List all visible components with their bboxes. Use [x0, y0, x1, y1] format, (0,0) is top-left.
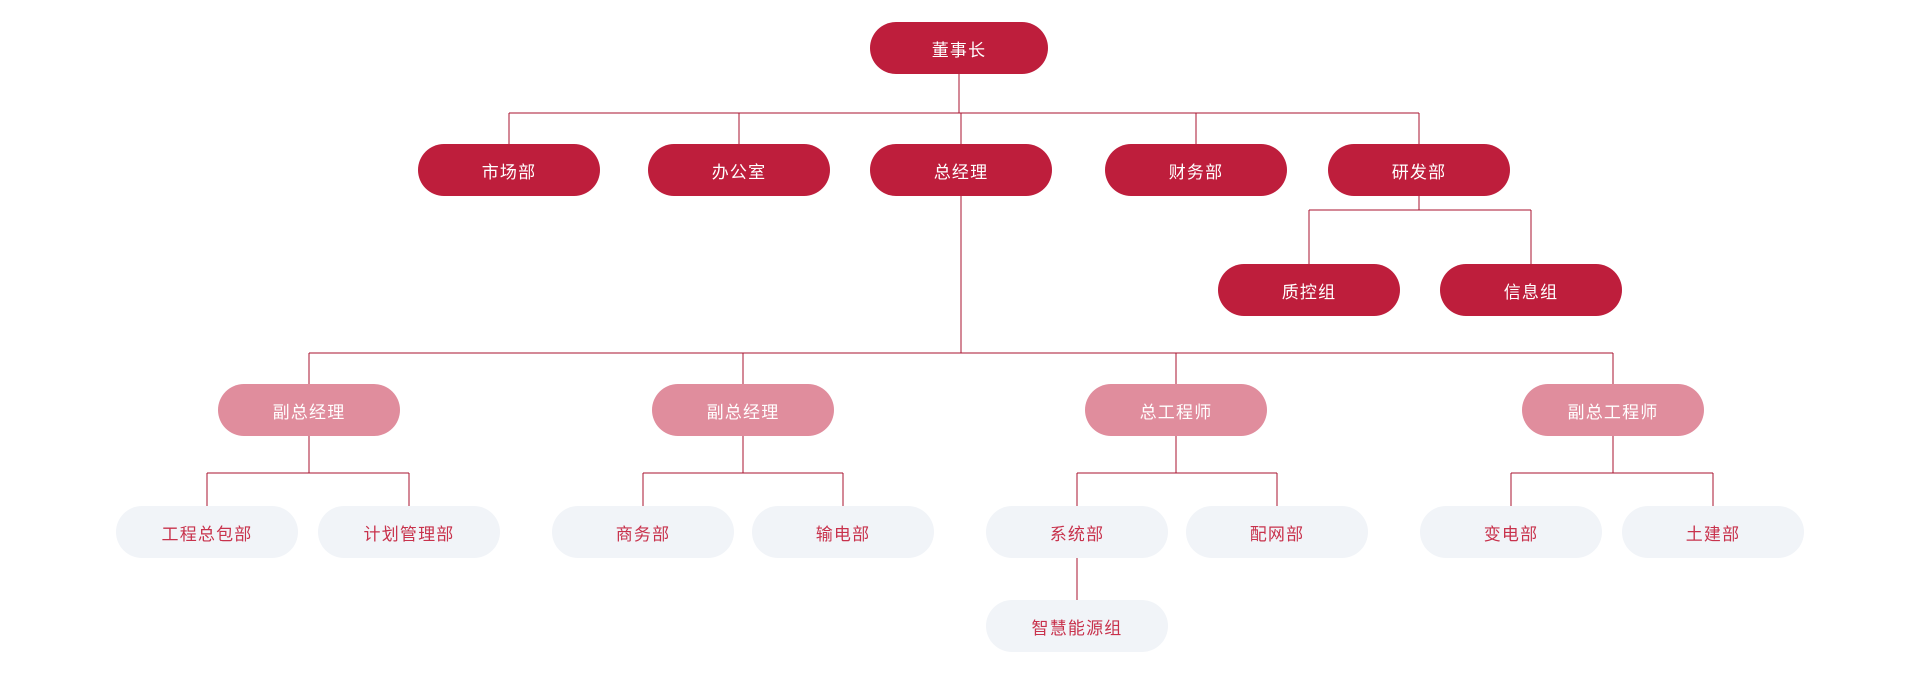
- org-node-n2[interactable]: 办公室: [648, 144, 830, 196]
- org-node-label: 土建部: [1685, 524, 1741, 544]
- org-node-n20[interactable]: 智慧能源组: [986, 600, 1168, 652]
- org-node-n3[interactable]: 总经理: [870, 144, 1052, 196]
- org-node-label: 总工程师: [1139, 402, 1213, 422]
- org-node-label: 智慧能源组: [1031, 618, 1123, 638]
- org-node-n4[interactable]: 财务部: [1105, 144, 1287, 196]
- org-node-n9[interactable]: 副总经理: [652, 384, 834, 436]
- org-node-n10[interactable]: 总工程师: [1085, 384, 1267, 436]
- org-node-n17[interactable]: 配网部: [1186, 506, 1368, 558]
- org-node-label: 市场部: [481, 162, 537, 182]
- org-node-n19[interactable]: 土建部: [1622, 506, 1804, 558]
- org-node-n5[interactable]: 研发部: [1328, 144, 1510, 196]
- org-node-n7[interactable]: 信息组: [1440, 264, 1622, 316]
- org-node-label: 副总工程师: [1567, 402, 1659, 422]
- org-node-n13[interactable]: 计划管理部: [318, 506, 500, 558]
- org-node-n6[interactable]: 质控组: [1218, 264, 1400, 316]
- org-node-label: 总经理: [933, 162, 989, 182]
- org-node-n16[interactable]: 系统部: [986, 506, 1168, 558]
- org-node-label: 研发部: [1391, 162, 1447, 182]
- org-node-label: 输电部: [815, 524, 871, 544]
- org-node-label: 计划管理部: [363, 524, 455, 544]
- org-node-n8[interactable]: 副总经理: [218, 384, 400, 436]
- org-node-label: 配网部: [1249, 524, 1305, 544]
- org-node-label: 副总经理: [272, 402, 346, 422]
- org-node-n14[interactable]: 商务部: [552, 506, 734, 558]
- org-node-label: 信息组: [1503, 282, 1559, 302]
- org-node-label: 质控组: [1281, 282, 1337, 302]
- org-node-n15[interactable]: 输电部: [752, 506, 934, 558]
- org-node-n11[interactable]: 副总工程师: [1522, 384, 1704, 436]
- org-node-label: 工程总包部: [161, 524, 253, 544]
- org-node-label: 系统部: [1049, 524, 1105, 544]
- org-node-n12[interactable]: 工程总包部: [116, 506, 298, 558]
- org-node-label: 办公室: [711, 162, 767, 182]
- org-node-label: 董事长: [931, 40, 987, 60]
- org-node-label: 变电部: [1483, 524, 1539, 544]
- org-node-label: 商务部: [615, 524, 671, 544]
- org-node-label: 副总经理: [706, 402, 780, 422]
- org-node-label: 财务部: [1168, 162, 1224, 182]
- org-node-n18[interactable]: 变电部: [1420, 506, 1602, 558]
- org-node-n0[interactable]: 董事长: [870, 22, 1048, 74]
- org-node-n1[interactable]: 市场部: [418, 144, 600, 196]
